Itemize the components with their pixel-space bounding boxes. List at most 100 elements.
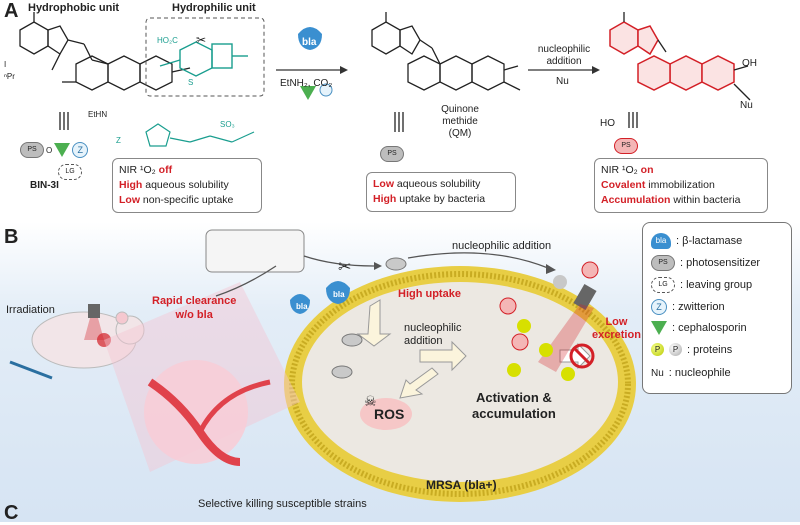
legend-text: : cephalosporin (672, 322, 747, 334)
activation-line2: accumulation (472, 406, 556, 421)
protein-ball (507, 363, 521, 377)
box2-line1: Low aqueous solubility (373, 177, 509, 192)
ps-pill: PS (20, 142, 44, 158)
selective-killing-label: Selective killing susceptible strains (198, 498, 367, 510)
high-text: High (119, 179, 143, 191)
high-uptake-label: High uptake (398, 288, 461, 300)
panel-letter-c: C (4, 502, 19, 524)
hydrophobic-unit-label: Hydrophobic unit (28, 2, 120, 14)
nucleophilic-addition-inner-label: nucleophilic addition (404, 322, 461, 348)
arrow-clearance (215, 265, 277, 297)
bla-enzyme-icon: bla (651, 233, 671, 249)
legend-text: : photosensitizer (680, 257, 761, 269)
bla-badge-2: bla (333, 290, 345, 299)
legend-text: : leaving group (680, 279, 753, 291)
oh-label: OH (742, 58, 757, 69)
protein-ball (553, 275, 567, 289)
bla-enzyme-icon (326, 281, 350, 304)
nir-text: NIR (119, 164, 140, 176)
legend-text: : β-lactamase (676, 235, 743, 247)
laser-beam (538, 304, 594, 372)
leaving-group-pill: LG (58, 164, 82, 180)
ethylamine-label: EtHN (88, 110, 108, 119)
bla-badge: bla (302, 37, 317, 48)
legend-text: : zwitterion (672, 301, 725, 313)
bla-enzyme-icon (290, 294, 310, 314)
nucleophilic-addition-top-label: nucleophilic addition (452, 240, 552, 252)
mrsa-label: MRSA (bla+) (426, 478, 497, 492)
bla-badge-1: bla (296, 302, 308, 311)
singlet-oxygen-text: ¹O₂ (622, 164, 638, 176)
propyl-label: ⁿPr (4, 72, 15, 81)
legend-text: : proteins (687, 343, 733, 356)
panel-letter-a: A (4, 0, 19, 22)
rapid-clearance-line2: w/o bla (175, 309, 213, 321)
rapid-clearance-line1: Rapid clearance (152, 295, 237, 307)
bin3i-schematic: PS O Z (20, 142, 89, 158)
nu-product-label: Nu (740, 100, 753, 111)
legend-box: bla : β-lactamase PS : photosensitizer LG:… (642, 222, 792, 394)
immobilization-text: immobilization (645, 179, 715, 191)
arrow-excretion (559, 342, 591, 370)
legend-item-ps: PS : photosensitizer (651, 255, 760, 271)
quinone-methide-structure (371, 12, 521, 132)
laser-icon (88, 304, 100, 318)
prodrug-box (205, 229, 305, 273)
skull-icon: ☠ (364, 394, 377, 410)
zwitterion-icon: Z (651, 299, 667, 315)
uptake-text: non-specific uptake (140, 194, 234, 206)
hydrophilic-unit-label: Hydrophilic unit (172, 2, 256, 14)
box3-line3: Accumulation within bacteria (601, 193, 761, 208)
nucleophilic-inner-line2: addition (404, 335, 443, 347)
within-bacteria-text: within bacteria (670, 194, 741, 206)
arrow-uptake (356, 299, 392, 347)
box1-line3: Low non-specific uptake (119, 193, 255, 208)
sulfonate-label: SO₃ (220, 120, 235, 129)
scissors-icon: ✂ (338, 257, 351, 276)
protein-ball (539, 343, 553, 357)
scissors-icon: ✂ (196, 33, 206, 47)
irradiation-label: Irradiation (6, 304, 55, 316)
photosensitizer-icon: PS (651, 255, 675, 271)
state-on: on (640, 164, 654, 176)
legend-item-bla: bla : β-lactamase (651, 233, 742, 249)
uptake-text: uptake by bacteria (396, 193, 486, 205)
panel-a-structures: ✂ (19, 12, 751, 147)
compound-name: BIN-3I (30, 180, 59, 191)
high-text: High (373, 193, 397, 205)
cephalosporin-core (159, 41, 248, 77)
ros-cloud (360, 398, 412, 430)
syringe-icon (9, 360, 53, 380)
activation-line1: Activation & (475, 390, 552, 405)
quinone-methide-label: Quinone methide (QM) (441, 104, 479, 139)
legend-text: : nucleophile (668, 367, 731, 379)
arrow-cleave (303, 255, 375, 267)
ros-label: ROS (374, 406, 405, 422)
activated-structure (609, 21, 735, 91)
legend-item-z: Z : zwitterion (651, 299, 725, 315)
cephalosporin-icon (651, 321, 667, 335)
product-ps-pill: PS (614, 138, 638, 154)
protein-icon: P (651, 343, 664, 356)
rapid-clearance-label: Rapid clearance w/o bla (152, 294, 236, 322)
panel-letter-b: B (4, 226, 19, 248)
bin3i-structure (19, 12, 191, 130)
protein-icon-gray: P (669, 343, 682, 356)
nir-text: NIR (601, 164, 622, 176)
tissue-cluster (144, 360, 248, 464)
bacterium-inner (302, 282, 618, 482)
solubility-text: aqueous solubility (142, 179, 229, 191)
low-text: Low (119, 194, 140, 206)
hydrophilic-dashed-box (145, 17, 265, 97)
covalent-text: Covalent (601, 179, 646, 191)
arrow-ros (399, 367, 439, 399)
panel-b-graphics: ✂ ☠ (9, 229, 636, 502)
legend-item-lg: LG: leaving group (651, 277, 752, 293)
activation-label: Activation & accumulation (472, 390, 556, 422)
low-text: Low (373, 178, 394, 190)
arrow-nucleophilic-top (407, 252, 549, 269)
accumulation-text: Accumulation (601, 194, 671, 206)
carboxyl-label: HO₂C (157, 36, 178, 45)
property-box-qm: Low aqueous solubility High uptake by ba… (366, 172, 516, 212)
